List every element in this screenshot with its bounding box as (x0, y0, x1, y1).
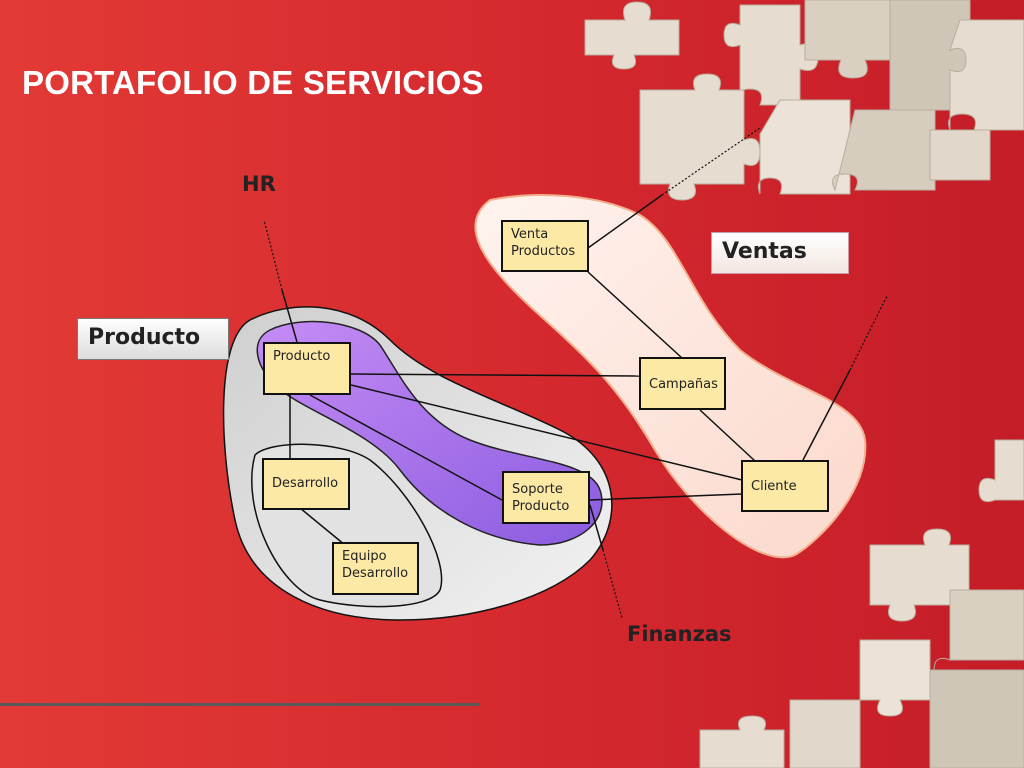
finanzas-label: Finanzas (627, 622, 732, 646)
hr-label: HR (242, 172, 276, 196)
ventas-group-label: Ventas (711, 232, 849, 274)
node-equipo-desarrollo: Equipo Desarrollo (332, 542, 419, 595)
node-producto: Producto (263, 342, 351, 395)
puzzle-decoration-top (584, 0, 1024, 201)
node-campanas: Campañas (639, 357, 726, 410)
producto-group-label: Producto (77, 318, 229, 360)
node-desarrollo: Desarrollo (262, 458, 350, 510)
connections (281, 194, 851, 551)
node-venta-productos: Venta Productos (501, 220, 589, 272)
footer-divider (0, 703, 480, 706)
puzzle-decoration-bottom (699, 439, 1024, 768)
node-soporte-producto: Soporte Producto (502, 471, 590, 524)
page-title: PORTAFOLIO DE SERVICIOS (22, 64, 484, 101)
node-cliente: Cliente (741, 460, 829, 512)
dotted-leaders (263, 127, 888, 619)
